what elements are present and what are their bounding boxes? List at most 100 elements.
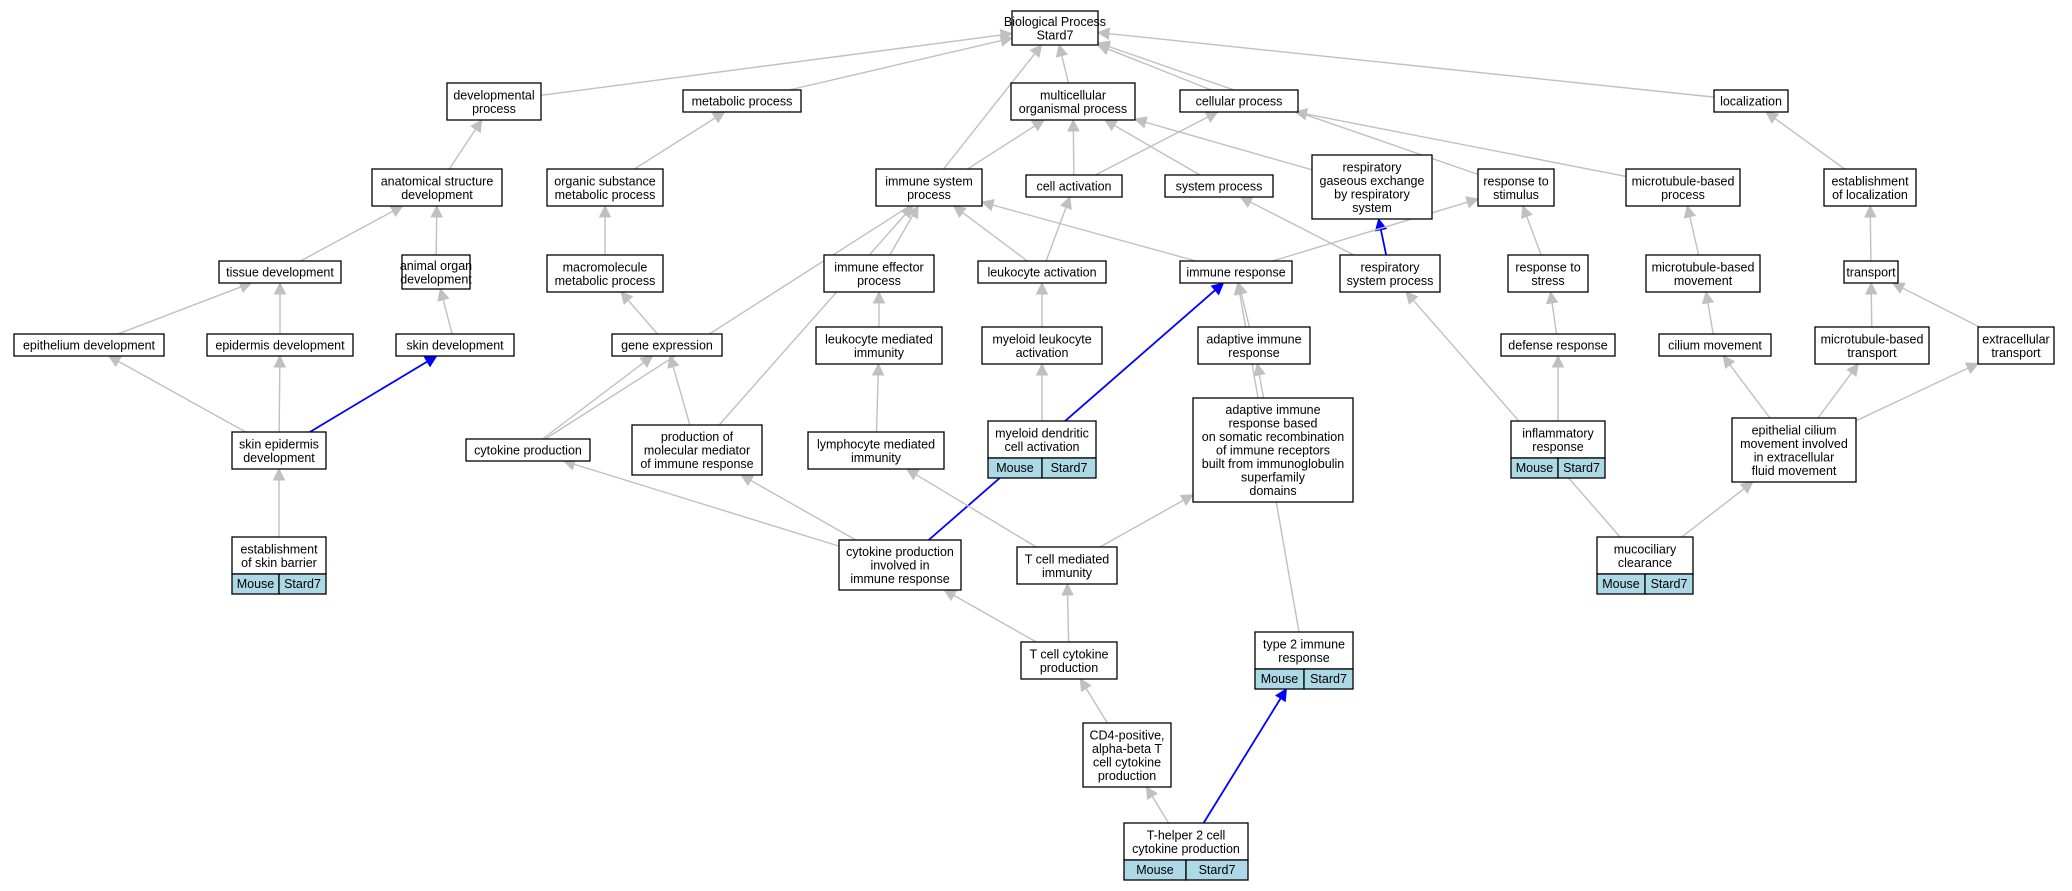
node-label: leukocyte activation bbox=[987, 266, 1096, 280]
node-label: cytokine production bbox=[846, 545, 954, 559]
go-term-node[interactable]: tissue development bbox=[218, 260, 342, 284]
is-a-edge bbox=[620, 291, 658, 335]
go-term-node[interactable]: cilium movement bbox=[1658, 333, 1772, 357]
go-term-node[interactable]: localization bbox=[1713, 89, 1789, 113]
edge-arrowhead bbox=[1096, 40, 1111, 53]
go-term-node[interactable]: cytokine production bbox=[465, 438, 591, 462]
go-term-node[interactable]: immune response bbox=[1179, 260, 1293, 284]
gene-tag-label: Stard7 bbox=[1310, 672, 1347, 686]
edge-line bbox=[1145, 121, 1313, 171]
go-term-node[interactable]: cell activation bbox=[1025, 174, 1123, 198]
node-box bbox=[977, 260, 1107, 284]
is-a-edge bbox=[1864, 204, 1877, 262]
edge-line bbox=[915, 474, 1037, 548]
node-label: immune response bbox=[1186, 266, 1285, 280]
is-a-edge bbox=[273, 281, 287, 334]
node-label: epidermis development bbox=[215, 339, 345, 353]
is-a-edge bbox=[1067, 118, 1080, 176]
gene-tag-label: Stard7 bbox=[284, 577, 321, 591]
go-term-node[interactable]: transport bbox=[1843, 260, 1899, 284]
is-a-edge bbox=[667, 354, 691, 426]
node-label: process bbox=[857, 274, 901, 288]
is-a-edge bbox=[889, 205, 919, 256]
is-a-edge bbox=[1683, 204, 1700, 256]
node-label: superfamily bbox=[1241, 471, 1306, 485]
is-a-edge bbox=[1891, 282, 1980, 328]
edge-arrowhead bbox=[423, 355, 438, 368]
node-label: inflammatory bbox=[1522, 426, 1594, 440]
node-label: transport bbox=[1991, 346, 2041, 360]
edge-arrowhead bbox=[1274, 688, 1287, 703]
is-a-edge bbox=[1817, 363, 1859, 419]
node-label: in extracellular bbox=[1754, 450, 1835, 464]
go-term-node[interactable]: cellular process bbox=[1179, 89, 1299, 113]
highlighted-edge bbox=[928, 282, 1225, 541]
node-label: lymphocyte mediated bbox=[817, 437, 935, 451]
node-label: Stard7 bbox=[1037, 28, 1074, 42]
node-box bbox=[1645, 254, 1761, 293]
organism-tag-label: Mouse bbox=[1261, 672, 1299, 686]
go-term-node[interactable]: epidermis development bbox=[206, 333, 354, 357]
is-a-edge bbox=[1145, 786, 1170, 824]
node-label: T cell mediated bbox=[1025, 552, 1110, 566]
go-term-node[interactable]: skin development bbox=[395, 333, 515, 357]
go-term-node[interactable]: leukocyte activation bbox=[977, 260, 1107, 284]
edge-line bbox=[789, 39, 1002, 91]
node-box bbox=[446, 82, 542, 121]
edge-line bbox=[875, 374, 879, 433]
go-term-node[interactable]: epithelium development bbox=[13, 333, 165, 357]
node-label: of localization bbox=[1832, 188, 1908, 202]
node-label: establishment bbox=[240, 542, 318, 556]
go-term-node[interactable]: system process bbox=[1164, 174, 1274, 198]
node-label: development bbox=[400, 272, 472, 286]
is-a-edge bbox=[1405, 291, 1621, 538]
go-term-node[interactable]: defense response bbox=[1500, 333, 1616, 357]
node-label: myeloid dendritic bbox=[995, 426, 1089, 440]
node-label: process bbox=[472, 102, 516, 116]
go-term-node[interactable]: metabolic process bbox=[682, 89, 802, 113]
node-box bbox=[823, 254, 935, 293]
edge-arrowhead bbox=[900, 205, 914, 219]
node-box bbox=[371, 168, 503, 207]
edge-line bbox=[943, 53, 1036, 170]
node-box bbox=[1192, 397, 1354, 503]
go-term-node[interactable]: gene expression bbox=[611, 333, 723, 357]
edge-line bbox=[1114, 124, 1201, 176]
